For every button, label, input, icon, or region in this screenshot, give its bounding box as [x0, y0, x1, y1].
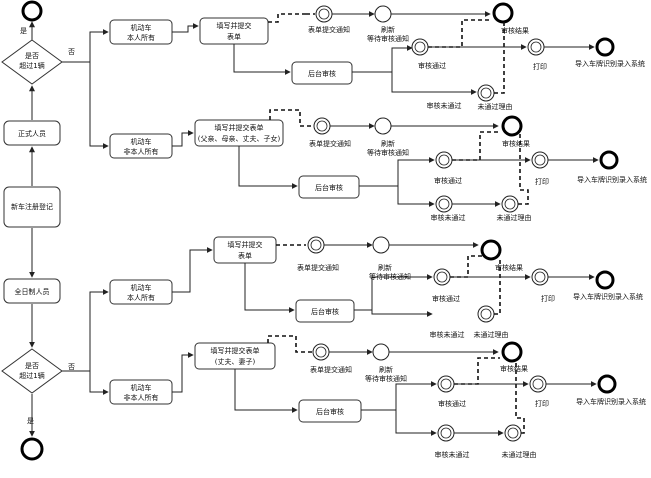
refresh-node [374, 5, 392, 23]
backend-review-box [298, 399, 362, 423]
import-label: 导入车牌识别录入系统 [575, 59, 645, 68]
fail-reason-label: 未通过理由 [502, 450, 537, 459]
decision-diamond [1, 39, 63, 85]
fill-submit-label: 填写并提交 [217, 21, 252, 30]
fill-submit-label: 填写并提交 [228, 240, 263, 249]
import-label: 导入车牌识别录入系统 [573, 292, 643, 301]
fail-reason-label: 未通过理由 [478, 102, 513, 111]
fill-submit-label: 表单 [238, 251, 252, 260]
backend-review-label: 后台审核 [315, 183, 343, 192]
print-label: 打印 [533, 62, 547, 71]
fill-submit-spouse-label: 填写并提交表单 [211, 346, 260, 355]
backend-review-box [295, 299, 355, 323]
form-notice-label: 表单提交通知 [297, 263, 339, 272]
new-car-register-label: 新车注册登记 [11, 202, 53, 211]
refresh-label: 等待审核通知 [365, 374, 407, 383]
review-result-node [492, 2, 514, 24]
backend-review-label: 后台审核 [316, 407, 344, 416]
fill-submit-family-label: 填写并提交表单 [215, 123, 264, 132]
temp-staff-label: 全日制人员 [15, 287, 50, 296]
owner-self-label: 机动车 [131, 23, 152, 32]
no-label: 否 [68, 48, 75, 56]
review-fail-label: 审核未通过 [430, 330, 465, 339]
review-pass-label: 审核通过 [438, 399, 466, 408]
decision-label: 是否 [25, 52, 39, 60]
backend-review-label: 后台审核 [308, 69, 336, 78]
decision-label: 超过1辆 [19, 371, 44, 380]
refresh-node [374, 117, 392, 135]
owner-self-label: 本人所有 [127, 33, 155, 42]
regular-staff-label: 正式人员 [18, 129, 46, 138]
end-node [20, 437, 44, 461]
backend-review-box [291, 61, 353, 85]
owner-other-label: 非本人所有 [124, 393, 159, 402]
fail-reason-label: 未通过理由 [474, 330, 509, 339]
refresh-label: 刷新 [381, 25, 395, 34]
regular-staff-box [3, 120, 61, 146]
review-pass-label: 审核通过 [434, 176, 462, 185]
fill-submit-spouse-label: (丈夫、妻子) [215, 357, 256, 366]
owner-self-label: 本人所有 [127, 293, 155, 302]
refresh-label: 刷新 [378, 263, 392, 272]
review-result-label: 审核结果 [500, 364, 528, 373]
import-label: 导入车牌识别录入系统 [576, 397, 646, 406]
review-fail-label: 审核未通过 [427, 101, 462, 110]
review-result-label: 审核结果 [495, 263, 523, 272]
print-label: 打印 [535, 399, 549, 408]
yes-label: 是 [20, 27, 27, 35]
review-result-label: 审核结果 [501, 26, 529, 35]
fill-submit-family-label: (父亲、母亲、丈夫、子女) [198, 134, 281, 143]
review-result-node [501, 115, 523, 137]
form-notice-label: 表单提交通知 [310, 365, 352, 374]
review-pass-label: 审核通过 [432, 294, 460, 303]
refresh-label: 刷新 [379, 365, 393, 374]
import-end-node [597, 374, 617, 394]
backend-review-label: 后台审核 [311, 307, 339, 316]
end-node [21, 0, 43, 22]
owner-self-label: 机动车 [131, 283, 152, 292]
review-pass-label: 审核通过 [418, 61, 446, 70]
decision-label: 是否 [25, 362, 39, 370]
review-result-node [501, 341, 523, 363]
fail-reason-label: 未通过理由 [497, 213, 532, 222]
new-car-register-box [3, 186, 61, 228]
owner-other-label: 机动车 [131, 383, 152, 392]
decision-diamond [1, 348, 63, 394]
form-notice-label: 表单提交通知 [309, 139, 351, 148]
owner-other-label: 非本人所有 [124, 147, 159, 156]
print-label: 打印 [535, 177, 549, 186]
review-result-label: 审核结果 [502, 139, 530, 148]
temp-staff-box [3, 278, 61, 304]
review-fail-label: 审核未通过 [431, 213, 466, 222]
import-end-node [595, 37, 615, 57]
yes-label: 是 [27, 417, 34, 425]
refresh-label: 等待审核通知 [367, 148, 409, 157]
refresh-node [372, 343, 390, 361]
import-label: 导入车牌识别录入系统 [577, 175, 647, 184]
form-notice-label: 表单提交通知 [308, 25, 350, 34]
refresh-label: 刷新 [381, 139, 395, 148]
fill-submit-label: 表单 [227, 32, 241, 41]
review-fail-label: 审核未通过 [435, 450, 470, 459]
import-end-node [599, 150, 619, 170]
refresh-label: 等待审核通知 [367, 34, 409, 43]
decision-label: 超过1辆 [19, 61, 44, 70]
import-end-node [595, 270, 615, 290]
no-label: 否 [68, 363, 75, 371]
review-result-node [480, 239, 502, 261]
backend-review-box [298, 175, 360, 199]
print-label: 打印 [541, 294, 555, 303]
owner-other-label: 机动车 [131, 137, 152, 146]
refresh-node [372, 236, 390, 254]
